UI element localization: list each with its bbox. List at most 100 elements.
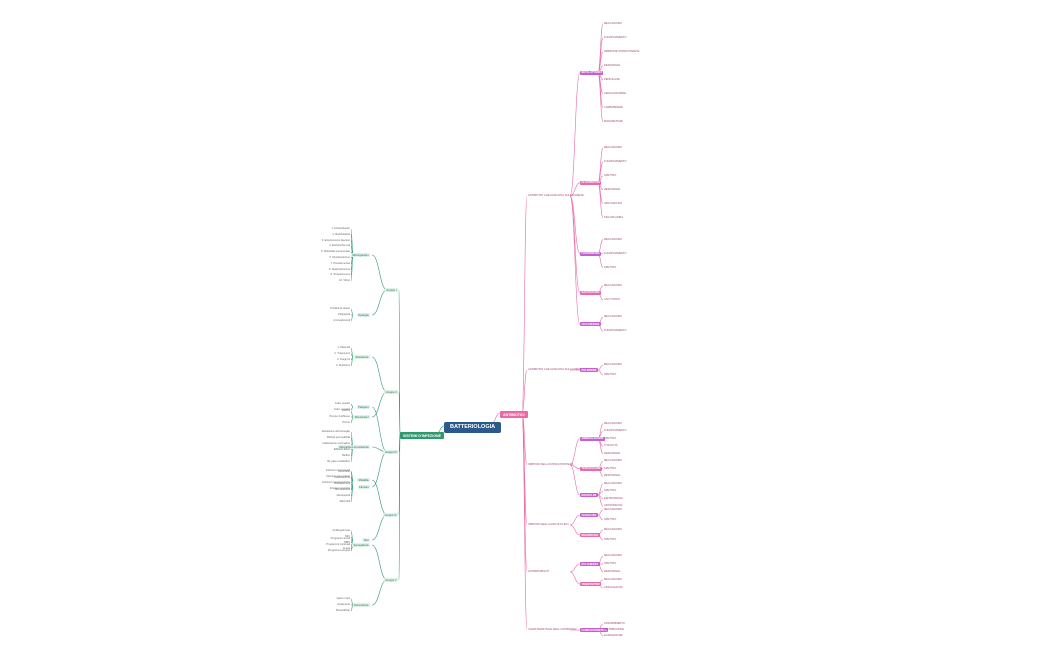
left-branch1-sub1-item[interactable]: 2. Burkholderia <box>332 232 350 236</box>
left-branch1-sub1-item[interactable]: 8. Staphylococcus <box>328 267 350 271</box>
right-sec1-group-item[interactable]: FUNZIONAMENTO <box>604 35 627 39</box>
left-branch4-sub1-item[interactable]: Infezioni croniche <box>329 487 350 490</box>
left-branch4-sub1-item[interactable]: Infezioni comunitarie <box>326 475 350 478</box>
right-sec1-group-tag[interactable]: FOSFOMICINA <box>580 251 602 256</box>
left-branch3-sub3-item[interactable]: Penicilline <box>338 470 350 473</box>
right-sec3-group-item[interactable]: SPETTRO <box>604 489 617 493</box>
left-branch1-sub1-item[interactable]: 4. Escherichia coli <box>329 244 350 248</box>
left-main-node[interactable]: SISTEMI D'INFEZIONE <box>400 432 444 439</box>
left-branch5-sub2[interactable]: Prevenzione <box>352 603 370 608</box>
right-sec1-group-item[interactable]: MECCANISMO <box>604 145 622 149</box>
right-section-4[interactable]: INIBITORI DEGLI ACIDI NUCLEICI <box>528 523 569 526</box>
right-sec3-group-item[interactable]: MECCANISMO <box>604 481 622 485</box>
right-sec1-group-item[interactable]: VANCOMICINA <box>604 201 623 205</box>
left-branch2-sub2[interactable]: Meccanismi <box>353 415 370 420</box>
right-sec5-group-tag[interactable]: TRIMETOPRIM <box>580 582 602 587</box>
right-sec5-group-item[interactable]: RESISTENZA <box>604 570 621 573</box>
left-branch3-sub3-item[interactable]: Macrolidi <box>339 500 350 503</box>
left-branch4-sub2-item[interactable]: Antibiogramma <box>332 529 350 532</box>
right-sec4-group-item[interactable]: SPETTRO <box>604 538 617 541</box>
left-branch5-sub2-item[interactable]: Igiene mani <box>336 597 350 600</box>
right-sec3-group-item[interactable]: ERITROMICINA <box>604 496 623 500</box>
center-node[interactable]: BATTERIOLOGIA <box>444 422 502 433</box>
left-branch2-sub1-item[interactable]: 2. Trasposoni <box>334 352 350 355</box>
right-sec6-group-tag[interactable]: FARMACOCINETICA <box>580 628 609 633</box>
right-sec1-group-item[interactable]: SPETTRO <box>604 265 617 269</box>
left-branch5-sub2-item[interactable]: Isolamento <box>337 603 350 606</box>
right-sec5-group-item[interactable]: ASSOCIAZIONI <box>604 586 623 589</box>
right-section-5[interactable]: ANTIMETABOLITI <box>528 570 550 573</box>
right-sec1-group-item[interactable]: MECCANISMO <box>604 315 622 319</box>
right-sec1-group-item[interactable]: MECCANISMO <box>604 237 622 241</box>
right-main-node[interactable]: ANTIBIOTICI <box>500 411 528 418</box>
left-branch3-sub3-item[interactable]: Monobattami <box>335 488 350 491</box>
left-branch3-sub2-item[interactable]: By-pass metabolico <box>327 460 350 463</box>
left-branch3-sub2-item[interactable]: Ridotta permeabilità <box>326 436 350 439</box>
right-sec3-group-item[interactable]: MECCANISMO <box>604 421 622 425</box>
right-sec2-group-tag[interactable]: POLIMIXINE <box>580 368 598 373</box>
right-sec3-group-item[interactable]: MECCANISMO <box>604 459 622 463</box>
right-sec6-group-item[interactable]: ELIMINAZIONE <box>604 634 623 637</box>
right-sec1-group-item[interactable]: RESISTENZA <box>604 187 621 191</box>
right-sec3-group-item[interactable]: RESISTENZA <box>604 474 621 478</box>
left-branch2-sub2-item[interactable]: Porine <box>342 421 351 424</box>
right-sec4-group-item[interactable]: MECCANISMO <box>604 528 622 531</box>
left-branch-3[interactable]: Gruppo III <box>383 450 398 455</box>
right-section-6[interactable]: CARATTERISTICHE DEGLI ANTIBIOTICI <box>528 628 577 631</box>
right-sec1-group-item[interactable]: FUNZIONAMENTO <box>604 159 627 163</box>
left-branch3-sub3-item[interactable]: Carbapenemi <box>334 482 350 485</box>
left-branch2-sub1-item[interactable]: 3. Integroni <box>337 358 350 361</box>
left-branch3-sub2-item[interactable]: Alterazione del bersaglio <box>321 430 350 433</box>
right-section-1[interactable]: ANTIBIOTICI CHE AGISCONO SULLA PARETE <box>528 194 584 197</box>
left-branch-2[interactable]: Gruppo II <box>384 390 398 395</box>
left-branch2-sub1-item[interactable]: 1. Plasmidi <box>337 346 350 349</box>
right-sec1-group-tag[interactable]: BACITRACINA <box>580 290 602 296</box>
left-branch3-sub3[interactable]: Farmaci <box>357 485 370 490</box>
right-sec1-group-item[interactable]: MECCANISMO <box>604 283 622 287</box>
left-branch3-sub1-item[interactable]: Gram negativi <box>333 408 350 411</box>
left-branch5-sub1-item[interactable]: Programmi locali <box>330 537 350 540</box>
right-sec4-group-tag[interactable]: RIFAMPICINA <box>580 533 600 538</box>
left-branch1-sub1-item[interactable]: 6. Mycobacterium <box>329 255 350 259</box>
right-sec5-group-item[interactable]: MECCANISMO <box>604 554 622 557</box>
right-sec1-group-item[interactable]: PENICILLINE <box>604 77 620 81</box>
right-sec1-group-tag[interactable]: BETALATTAMICI <box>580 70 604 76</box>
right-sec1-group-item[interactable]: FUNZIONAMENTO <box>604 329 627 333</box>
left-branch1-sub2[interactable]: Tipologia <box>356 313 370 318</box>
right-sec6-group-item[interactable]: DISTRIBUZIONE <box>604 628 625 631</box>
left-branch5-sub1-item[interactable]: Programmi nazionali <box>326 543 350 546</box>
right-sec1-group-item[interactable]: MECCANISMO <box>604 21 622 25</box>
right-sec2-group-item[interactable]: MECCANISMO <box>604 363 622 366</box>
right-sec3-group-item[interactable]: FUNZIONAMENTO <box>604 429 627 433</box>
right-sec1-group-item[interactable]: CEFALOSPORINE <box>604 91 626 95</box>
right-sec3-group-item[interactable]: SPETTRO <box>604 466 617 470</box>
left-branch4-sub1[interactable]: Modalità <box>357 478 370 483</box>
left-branch3-sub2-item[interactable]: Efflusso attivo <box>333 448 350 451</box>
right-sec3-group-item[interactable]: SPETTRO <box>604 436 617 440</box>
right-sec1-group-item[interactable]: INIBIZIONE SINTESI PARETE <box>604 49 640 53</box>
right-sec1-group-item[interactable]: FUNZIONAMENTO <box>604 251 627 255</box>
left-branch1-sub2-item[interactable]: Prodotti di sintesi <box>330 307 350 310</box>
left-branch-1[interactable]: Gruppo I <box>384 288 398 293</box>
left-branch1-sub1-item[interactable]: 3. Enterococcus faecium <box>321 238 350 242</box>
left-branch2-sub2-item[interactable]: Enzimi <box>342 409 350 412</box>
left-branch2-sub1-item[interactable]: 4. Mutazioni <box>336 364 350 367</box>
left-branch2-sub2-item[interactable]: Pompe di efflusso <box>329 415 350 418</box>
left-branch3-sub1-item[interactable]: Gram positivi <box>334 402 350 405</box>
left-branch3-sub2-item[interactable]: Inattivazione enzimatica <box>322 442 350 445</box>
right-sec3-group-tag[interactable]: AMINOGLICOSIDI <box>580 436 605 441</box>
right-sec5-group-item[interactable]: MECCANISMO <box>604 578 622 581</box>
left-branch2-sub1[interactable]: Resistenze <box>354 355 370 360</box>
right-sec3-group-item[interactable]: TOSSICITÀ <box>604 444 618 448</box>
left-branch3-sub1[interactable]: Patogeni <box>356 405 370 410</box>
right-sec3-group-item[interactable]: RESISTENZA <box>604 451 621 455</box>
right-section-2[interactable]: ANTIBIOTICI CHE AGISCONO SULLA MEMBRANA <box>528 368 589 371</box>
left-branch3-sub3-item[interactable]: Glicopeptidi <box>336 494 350 497</box>
left-branch4-sub2[interactable]: Test <box>362 538 370 543</box>
right-sec4-group-item[interactable]: SPETTRO <box>604 518 617 521</box>
left-branch4-sub1-item[interactable]: Infezioni nosocomiali <box>325 469 350 472</box>
right-sec1-group-item[interactable]: TEICOPLANINA <box>604 215 624 219</box>
left-branch-4[interactable]: Gruppo IV <box>383 513 398 518</box>
right-sec6-group-item[interactable]: ASSORBIMENTO <box>604 622 625 625</box>
